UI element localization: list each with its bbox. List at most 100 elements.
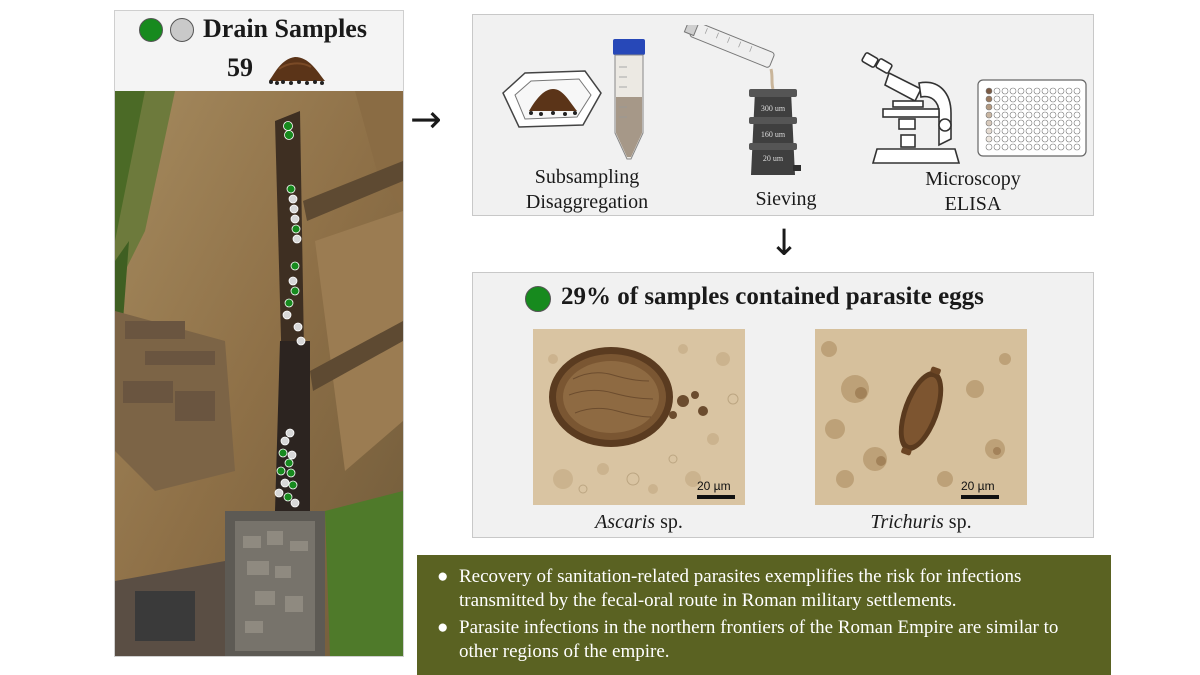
step-sieving-label: Sieving — [755, 188, 817, 210]
step-microscopy-label: Microscopy ELISA — [913, 167, 1033, 217]
elisa-well — [1073, 95, 1081, 103]
elisa-well — [1017, 143, 1025, 151]
elisa-well — [985, 135, 993, 143]
elisa-well — [1073, 143, 1081, 151]
conclusion-item: ● Recovery of sanitation-related parasit… — [437, 565, 1099, 613]
elisa-well — [1049, 87, 1057, 95]
elisa-well — [1049, 103, 1057, 111]
elisa-well — [1065, 119, 1073, 127]
disaggregation-line: Disaggregation — [525, 191, 649, 213]
elisa-well — [1033, 135, 1041, 143]
elisa-well — [1009, 127, 1017, 135]
elisa-well — [1001, 127, 1009, 135]
elisa-well — [1009, 111, 1017, 119]
elisa-well — [1041, 143, 1049, 151]
elisa-well — [1057, 143, 1065, 151]
methods-panel: 300 um 160 um 20 um Subsampling Disaggre… — [472, 14, 1094, 216]
results-panel: 29% of samples contained parasite eggs 2… — [472, 272, 1094, 538]
elisa-well — [1009, 119, 1017, 127]
elisa-well — [1057, 87, 1065, 95]
excavation-site-aerial-photo — [115, 91, 403, 656]
elisa-plate-icon — [977, 79, 1087, 157]
trichuris-genus: Trichuris — [870, 511, 944, 533]
elisa-well — [993, 119, 1001, 127]
elisa-well — [993, 111, 1001, 119]
elisa-well — [1049, 95, 1057, 103]
sieve-stack-icon: 300 um 160 um 20 um — [683, 25, 801, 175]
elisa-well — [1057, 135, 1065, 143]
elisa-well — [1001, 95, 1009, 103]
drain-samples-panel: Drain Samples 59 — [114, 10, 404, 657]
elisa-well — [1017, 103, 1025, 111]
elisa-well — [1041, 111, 1049, 119]
elisa-well — [1009, 87, 1017, 95]
sample-markers — [274, 121, 306, 508]
elisa-well — [1033, 127, 1041, 135]
elisa-well — [1057, 95, 1065, 103]
elisa-well — [1065, 143, 1073, 151]
elisa-well — [1049, 127, 1057, 135]
elisa-well — [993, 127, 1001, 135]
elisa-well — [993, 135, 1001, 143]
elisa-well — [1025, 87, 1033, 95]
trichuris-egg-micrograph: 20 µm — [815, 329, 1027, 505]
microscopy-line: Microscopy — [925, 168, 1021, 190]
elisa-well — [1033, 111, 1041, 119]
elisa-well — [1017, 119, 1025, 127]
conclusion-text: Parasite infections in the northern fron… — [459, 617, 1059, 662]
soil-pile-icon — [269, 57, 325, 85]
elisa-well — [1001, 119, 1009, 127]
arrow-down-icon: ↓ — [769, 223, 800, 264]
elisa-well — [1025, 135, 1033, 143]
elisa-well — [1017, 135, 1025, 143]
microscope-icon — [861, 52, 961, 164]
conclusion-item: ● Parasite infections in the northern fr… — [437, 616, 1099, 664]
elisa-well — [1001, 143, 1009, 151]
elisa-well — [1033, 87, 1041, 95]
drain-samples-title: Drain Samples — [203, 14, 367, 43]
positive-sample-legend-dot — [139, 18, 163, 42]
elisa-well — [1057, 103, 1065, 111]
elisa-well — [1025, 143, 1033, 151]
conclusions-panel: ● Recovery of sanitation-related parasit… — [417, 555, 1111, 675]
trichuris-scale-label: 20 µm — [961, 479, 995, 493]
elisa-well — [1049, 111, 1057, 119]
elisa-well — [1033, 143, 1041, 151]
elisa-well — [1033, 103, 1041, 111]
sieve-label-20: 20 um — [763, 154, 784, 163]
sample-count: 59 — [227, 53, 253, 82]
ascaris-scale-label: 20 µm — [697, 479, 731, 493]
ascaris-scale-bar — [697, 495, 735, 499]
elisa-well — [1041, 119, 1049, 127]
elisa-well — [993, 143, 1001, 151]
elisa-well — [1017, 95, 1025, 103]
elisa-well — [1065, 135, 1073, 143]
trichuris-suffix: sp. — [943, 511, 972, 533]
elisa-well — [1073, 111, 1081, 119]
elisa-well — [1057, 119, 1065, 127]
positive-sample-dot — [525, 286, 551, 312]
elisa-well — [1073, 103, 1081, 111]
elisa-well — [1065, 95, 1073, 103]
elisa-well — [1001, 87, 1009, 95]
elisa-well — [1017, 87, 1025, 95]
arrow-right-icon: → — [410, 97, 442, 141]
elisa-well — [1017, 127, 1025, 135]
elisa-well — [1025, 103, 1033, 111]
elisa-well — [1033, 119, 1041, 127]
subsampling-line: Subsampling — [534, 166, 640, 188]
elisa-well — [1065, 87, 1073, 95]
elisa-well — [1025, 95, 1033, 103]
ascaris-egg-micrograph: 20 µm — [533, 329, 745, 505]
step-subsampling-label: Subsampling Disaggregation — [507, 165, 667, 215]
elisa-well — [1025, 127, 1033, 135]
elisa-well — [1041, 103, 1049, 111]
elisa-well — [1009, 103, 1017, 111]
elisa-well — [1009, 143, 1017, 151]
sieve-label-300: 300 um — [761, 104, 786, 113]
conclusion-text: Recovery of sanitation-related parasites… — [459, 566, 1022, 611]
elisa-well — [993, 87, 1001, 95]
elisa-well — [1065, 127, 1073, 135]
elisa-well — [1073, 127, 1081, 135]
results-title: 29% of samples contained parasite eggs — [561, 283, 984, 310]
